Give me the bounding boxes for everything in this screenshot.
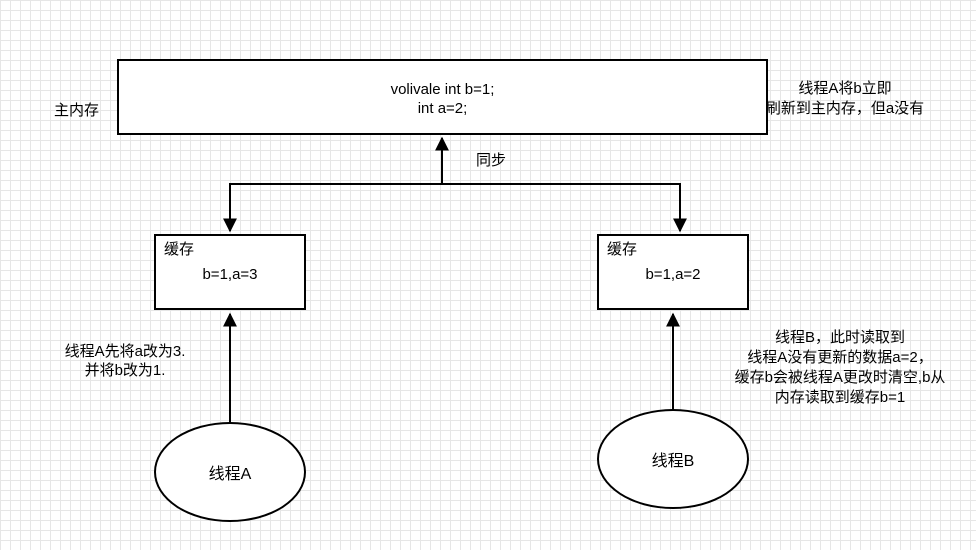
- note-top-right-line-1: 线程A将b立即: [798, 80, 892, 97]
- thread-a-node: 线程A: [154, 422, 306, 522]
- cache-a-value: b=1,a=3: [202, 266, 258, 283]
- cache-b-box: 缓存 b=1,a=2: [597, 234, 749, 310]
- note-thread-b-line-1: 线程B，此时读取到: [774, 329, 905, 346]
- note-top-right-line-2: 刷新到主内存，但a没有: [765, 100, 925, 117]
- note-thread-a-line-1: 线程A先将a改为3.: [64, 343, 186, 360]
- cache-b-title: 缓存: [607, 241, 638, 258]
- note-thread-b-line-4: 内存读取到缓存b=1: [774, 389, 906, 406]
- thread-a-label: 线程A: [208, 466, 252, 483]
- thread-b-label: 线程B: [651, 453, 695, 470]
- cache-b-value: b=1,a=2: [645, 266, 701, 283]
- note-thread-b-line-2: 线程A没有更新的数据a=2，: [747, 349, 933, 366]
- cache-a-box: 缓存 b=1,a=3: [154, 234, 306, 310]
- branch-to-cache-b: [442, 183, 687, 233]
- main-memory-label: 主内存: [54, 102, 100, 119]
- sync-label: 同步: [476, 152, 507, 169]
- note-thread-a-line-2: 并将b改为1.: [84, 362, 166, 379]
- main-memory-line-2: int a=2;: [417, 100, 468, 117]
- thread-b-node: 线程B: [597, 409, 749, 509]
- cache-a-title: 缓存: [164, 241, 195, 258]
- branch-to-cache-a: [223, 183, 442, 233]
- main-memory-line-1: volivale int b=1;: [390, 81, 495, 98]
- main-memory-box: volivale int b=1; int a=2;: [117, 59, 768, 135]
- note-thread-b-line-3: 缓存b会被线程A更改时清空,b从: [734, 369, 946, 386]
